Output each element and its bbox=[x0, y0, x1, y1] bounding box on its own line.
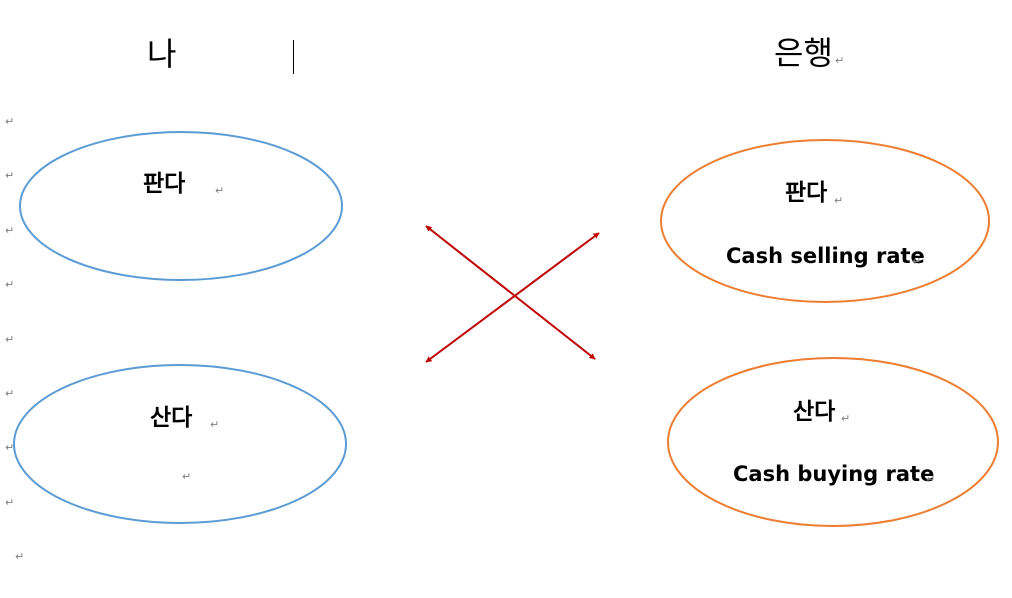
exchange-arrow-up bbox=[425, 232, 600, 363]
paragraph-mark-icon: ↵ bbox=[15, 550, 25, 563]
exchange-arrow-down bbox=[425, 225, 596, 360]
paragraph-mark-icon: ↵ bbox=[5, 333, 15, 346]
right-buy-label: 산다 bbox=[793, 399, 836, 425]
paragraph-mark-icon: ↵ bbox=[834, 194, 844, 207]
paragraph-mark-icon: ↵ bbox=[210, 418, 220, 431]
left-buy-label: 산다 bbox=[150, 405, 193, 431]
paragraph-mark-icon: ↵ bbox=[5, 387, 15, 400]
left-party-title: 나 bbox=[147, 35, 177, 73]
right-sell-rate: Cash selling rate bbox=[726, 244, 925, 268]
right-buy-rate: Cash buying rate bbox=[733, 462, 935, 486]
paragraph-mark-icon: ↵ bbox=[182, 470, 192, 483]
right-buy-ellipse bbox=[667, 357, 999, 527]
paragraph-mark-icon: ↵ bbox=[835, 54, 845, 67]
right-sell-label: 판다 bbox=[785, 180, 828, 206]
text-cursor bbox=[293, 40, 294, 74]
paragraph-mark-icon: ↵ bbox=[215, 184, 225, 197]
paragraph-mark-icon: ↵ bbox=[5, 224, 15, 237]
right-party-title: 은행 bbox=[774, 34, 833, 72]
paragraph-mark-icon: ↵ bbox=[5, 115, 15, 128]
paragraph-mark-icon: ↵ bbox=[5, 441, 15, 454]
left-sell-label: 판다 bbox=[143, 171, 186, 197]
left-buy-ellipse bbox=[13, 364, 347, 524]
paragraph-mark-icon: ↵ bbox=[5, 278, 15, 291]
paragraph-mark-icon: ↵ bbox=[926, 473, 936, 486]
paragraph-mark-icon: ↵ bbox=[5, 169, 15, 182]
paragraph-mark-icon: ↵ bbox=[5, 496, 15, 509]
paragraph-mark-icon: ↵ bbox=[912, 255, 922, 268]
right-sell-ellipse bbox=[660, 139, 990, 303]
left-sell-ellipse bbox=[19, 131, 343, 281]
paragraph-mark-icon: ↵ bbox=[841, 412, 851, 425]
